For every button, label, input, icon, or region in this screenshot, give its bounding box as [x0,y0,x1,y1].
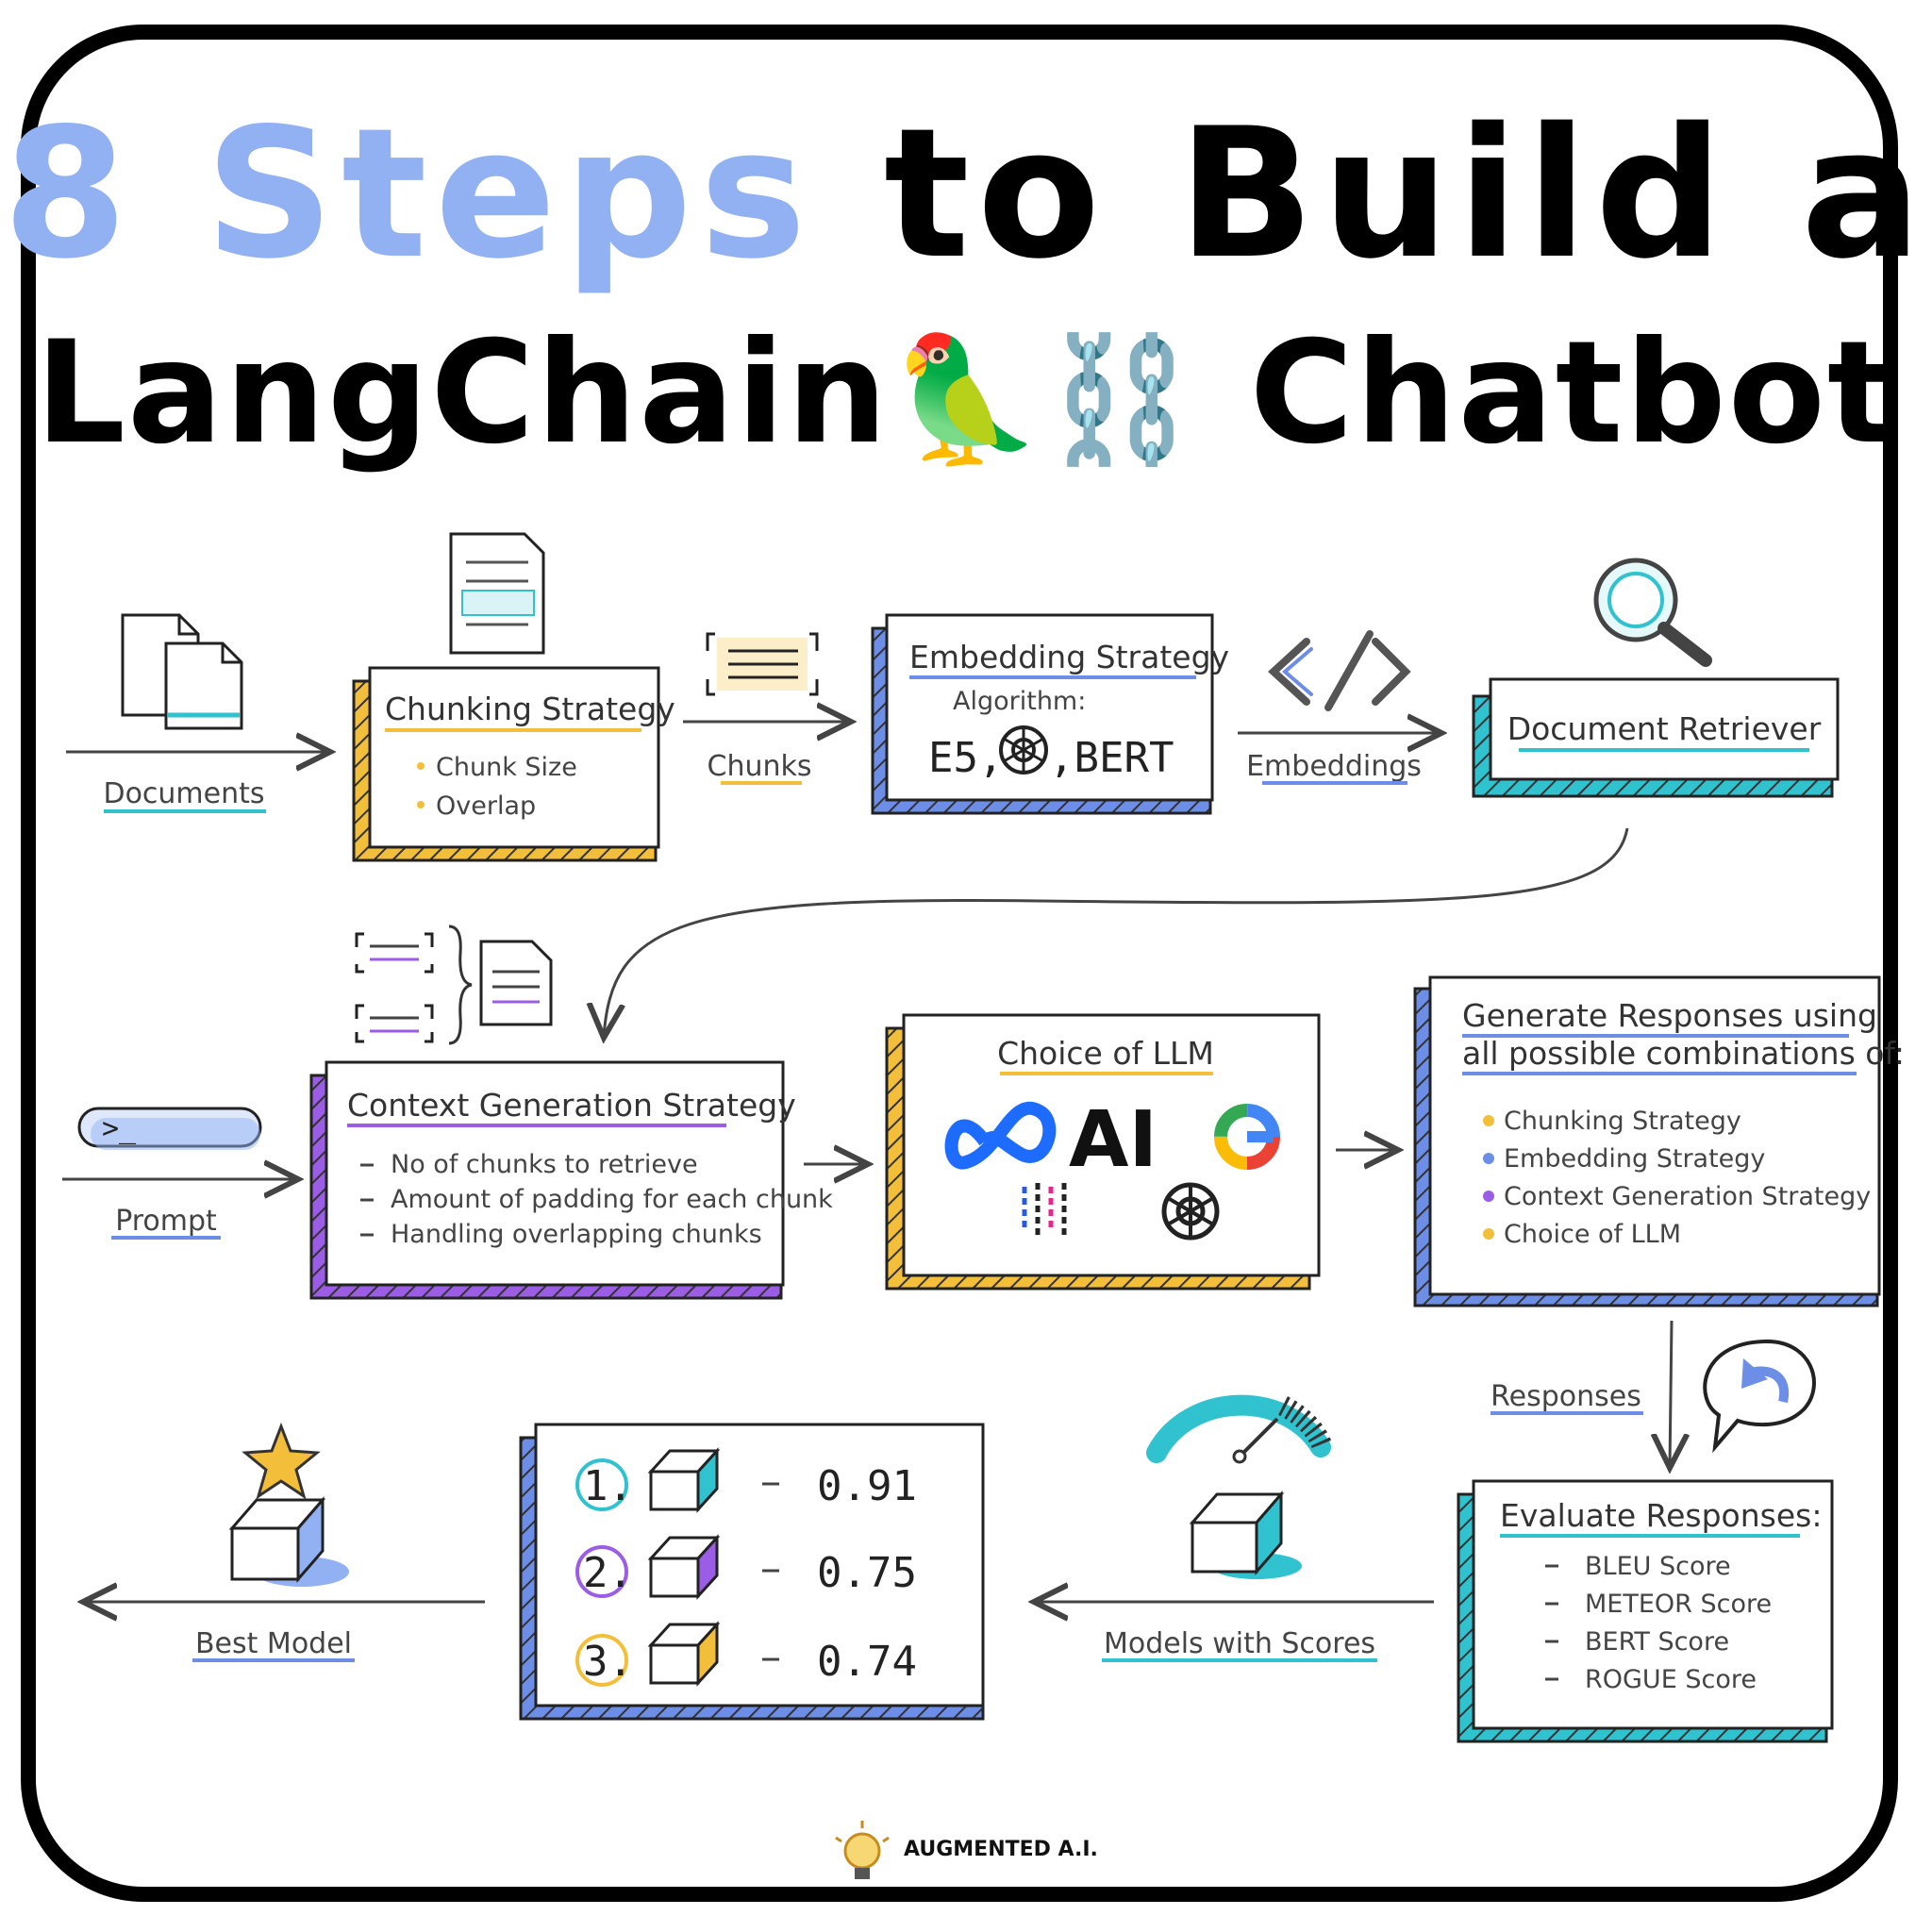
card-frame [21,25,1898,1902]
footer-brand-text: AUGMENTED A.I. [904,1838,1098,1861]
best-model-label: Best Model [195,1627,352,1660]
embedding-algo-label: Algorithm: [953,687,1086,716]
generate-title-1: Generate Responses using [1462,997,1877,1034]
title-accent: 8 Steps [2,90,814,298]
documents-label: Documents [103,777,264,810]
context-item-3: Handling overlapping chunks [391,1220,762,1249]
chunking-doc-icon [449,532,545,655]
footer-brand: AUGMENTED A.I. [904,1838,1098,1861]
generate-item-1: Chunking Strategy [1504,1107,1741,1136]
evaluate-item-4: ROGUE Score [1585,1665,1757,1694]
context-title: Context Generation Strategy [347,1087,796,1124]
title-chatbot: Chatbot [1249,311,1897,475]
evaluate-item-2: METEOR Score [1585,1590,1772,1619]
generate-item-4: Choice of LLM [1504,1220,1681,1249]
chunking-item-2: Overlap [436,791,536,821]
chunks-label: Chunks [708,750,812,783]
embedding-algo-e5: E5, [928,734,1003,782]
cube-icon [1189,1490,1302,1579]
responses-label: Responses [1491,1380,1641,1413]
cube-icon [228,1495,349,1587]
embedding-algo-bert: ,BERT [1049,734,1174,782]
chunking-item-1: Chunk Size [436,753,577,782]
score-3: 0.74 [817,1638,917,1686]
bulb-logo-icon [835,1821,890,1879]
context-chunks-icon [355,924,553,1045]
prompt-label: Prompt [115,1205,217,1238]
context-item-1: No of chunks to retrieve [391,1150,698,1179]
rank-1: 1. [583,1462,633,1510]
evaluate-title: Evaluate Responses: [1500,1497,1822,1534]
terminal-icon [77,1107,262,1150]
prompt-box-text: >_ [102,1112,137,1145]
generate-item-3: Context Generation Strategy [1504,1182,1871,1211]
context-item-2: Amount of padding for each chunk [391,1185,833,1214]
title-langchain: LangChain [35,311,890,475]
chunking-title: Chunking Strategy [385,691,675,727]
documents-icon [121,613,243,730]
title-rest: to Build a [883,90,1930,298]
ranking-row-2: 2. 0.75 [575,1534,917,1600]
ranking-box [519,1423,985,1721]
evaluate-item-3: BERT Score [1585,1627,1729,1657]
parrot-icon: 🦜 [889,327,1044,471]
openai-icon [1161,1182,1220,1241]
generate-title-2: all possible combinations of: [1462,1035,1905,1072]
google-icon [1214,1104,1280,1170]
code-icon [1268,630,1411,711]
evaluate-item-1: BLEU Score [1585,1552,1731,1581]
context-generation-box [309,1060,785,1300]
ranking-row-3: 3. 0.74 [575,1621,917,1687]
title-line-2: LangChain🦜⛓️ Chatbot [0,311,1932,475]
openai-icon [999,725,1048,774]
generate-item-2: Embedding Strategy [1504,1144,1765,1174]
score-2: 0.75 [817,1549,917,1597]
title-line-1: 8 Steps to Build a [0,90,1932,298]
arrow-responses [1670,1320,1672,1468]
ranking-row-1: 1. 0.91 [575,1447,917,1513]
refresh-bubble-icon [1703,1339,1816,1454]
score-1: 0.91 [817,1462,917,1510]
models-label: Models with Scores [1104,1627,1375,1660]
mistral-icon [1022,1183,1067,1238]
generate-responses-box [1413,975,1881,1307]
anthropic-icon: AI [1069,1095,1158,1185]
chain-icon: ⛓️ [1043,327,1199,471]
rank-2: 2. [583,1549,633,1597]
embeddings-label: Embeddings [1246,750,1422,783]
meta-icon [944,1102,1057,1170]
rank-3: 3. [583,1638,633,1686]
embedding-title: Embedding Strategy [909,639,1229,675]
chunking-strategy-box [352,666,660,862]
arrow-retriever-to-context [604,827,1629,1038]
chunks-icon [706,632,819,696]
gauge-icon [1146,1394,1333,1464]
llm-title: Choice of LLM [997,1035,1214,1072]
retriever-title: Document Retriever [1507,710,1822,747]
document-retriever-box [1472,677,1840,798]
magnifier-icon [1593,558,1712,667]
embedding-strategy-box [871,613,1214,815]
star-icon [242,1422,321,1500]
